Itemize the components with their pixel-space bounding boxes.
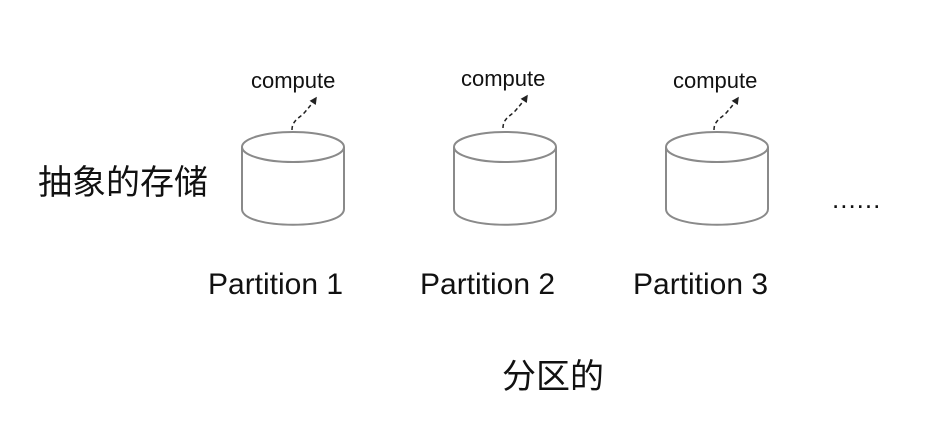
partition-3-label: Partition 3 (633, 268, 769, 301)
partition-3-compute-arrow (713, 96, 739, 131)
partition-2-label: Partition 2 (420, 268, 556, 301)
more-partitions-ellipsis: ...... (832, 184, 882, 214)
partition-2-compute-label: compute (461, 66, 546, 91)
partition-1-compute-arrow (291, 96, 317, 131)
partition-1-cylinder (241, 131, 345, 226)
partition-1-label: Partition 1 (208, 268, 344, 301)
partition-2-compute-arrow (502, 94, 528, 129)
partition-3-compute-label: compute (673, 68, 758, 93)
partition-2-cylinder (453, 131, 557, 226)
partition-1-compute-label: compute (251, 68, 336, 93)
abstract-storage-label: 抽象的存储 (38, 163, 208, 203)
partitioned-label: 分区的 (502, 357, 604, 397)
partition-3-cylinder (665, 131, 769, 226)
